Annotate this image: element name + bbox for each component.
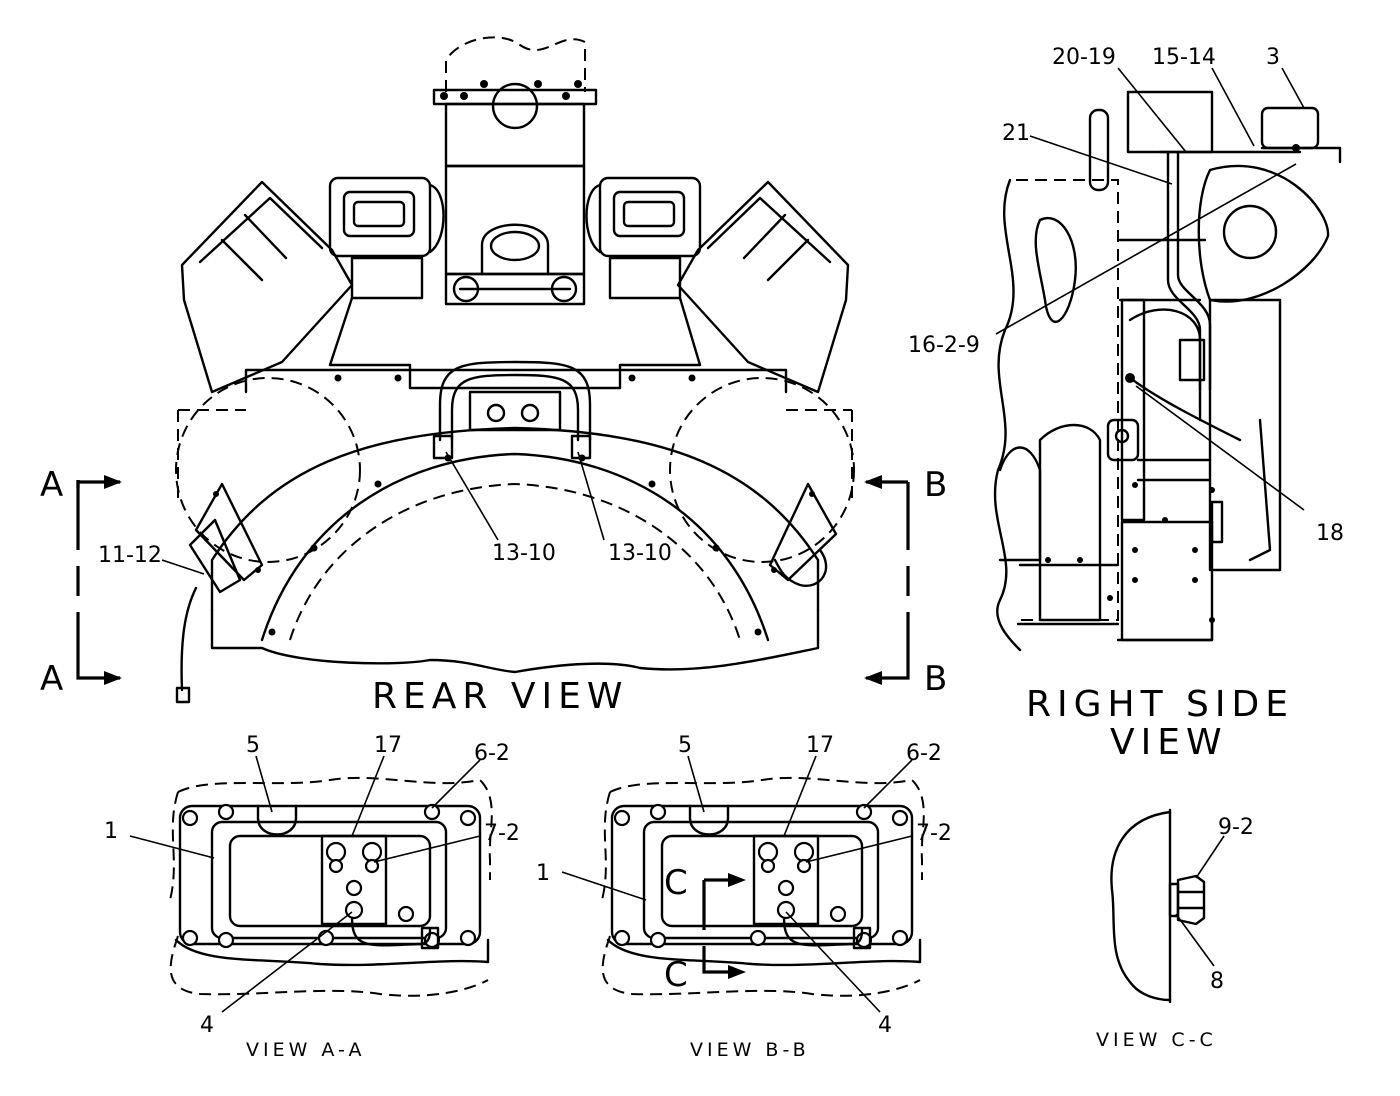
aa-callout-1: 1: [104, 819, 118, 844]
callout-13-10-right: 13-10: [608, 541, 672, 566]
callout-20-19: 20-19: [1052, 45, 1116, 70]
view-aa-drawing: [169, 776, 493, 997]
section-b-bottom-label: B: [924, 659, 947, 699]
aa-callout-7-2: 7-2: [484, 821, 520, 846]
speed-sensor-icon: [188, 482, 264, 594]
callout-3: 3: [1266, 45, 1280, 70]
rear-view-title: REAR VIEW: [372, 676, 628, 717]
view-cc-title: VIEW C-C: [1096, 1029, 1217, 1051]
callout-21: 21: [1002, 121, 1030, 146]
bb-callout-4: 4: [878, 1013, 892, 1038]
cc-callout-8: 8: [1210, 969, 1224, 994]
aa-callout-5: 5: [246, 733, 260, 758]
section-c-top-label: C: [664, 863, 688, 903]
aa-callout-17: 17: [374, 733, 402, 758]
bb-callout-5: 5: [678, 733, 692, 758]
view-bb-title: VIEW B-B: [690, 1039, 810, 1061]
section-c-marker: [702, 873, 746, 979]
bb-callout-1: 1: [536, 861, 550, 886]
section-a-bottom-label: A: [40, 659, 63, 699]
callout-15-14: 15-14: [1152, 45, 1216, 70]
bb-callout-17: 17: [806, 733, 834, 758]
section-c-bottom-label: C: [664, 955, 688, 995]
section-a-marker: [76, 475, 122, 685]
bb-callout-6-2: 6-2: [906, 741, 942, 766]
bb-callout-7-2: 7-2: [916, 821, 952, 846]
view-cc-drawing: [1110, 808, 1206, 1004]
callout-18: 18: [1316, 521, 1344, 546]
view-aa-title: VIEW A-A: [246, 1039, 365, 1061]
wiring-harness-icon: [180, 586, 198, 692]
callout-16-2-9: 16-2-9: [908, 333, 980, 358]
right-side-view-title-line2: VIEW: [1110, 722, 1228, 763]
bolt-icon: [325, 841, 383, 920]
callout-13-10-left: 13-10: [492, 541, 556, 566]
aa-callout-4: 4: [200, 1013, 214, 1038]
section-b-marker: [864, 475, 910, 685]
right-side-view-drawing: [993, 90, 1342, 652]
section-b-top-label: B: [924, 465, 947, 505]
section-a-top-label: A: [40, 465, 63, 505]
aa-callout-6-2: 6-2: [474, 741, 510, 766]
right-side-view-title-line1: RIGHT SIDE: [1026, 684, 1294, 725]
section-arrow-icon: [104, 475, 122, 489]
rear-view-drawing: [175, 36, 855, 704]
cc-callout-9-2: 9-2: [1218, 815, 1254, 840]
callout-11-12: 11-12: [98, 543, 162, 568]
view-bb-drawing: [601, 776, 925, 997]
